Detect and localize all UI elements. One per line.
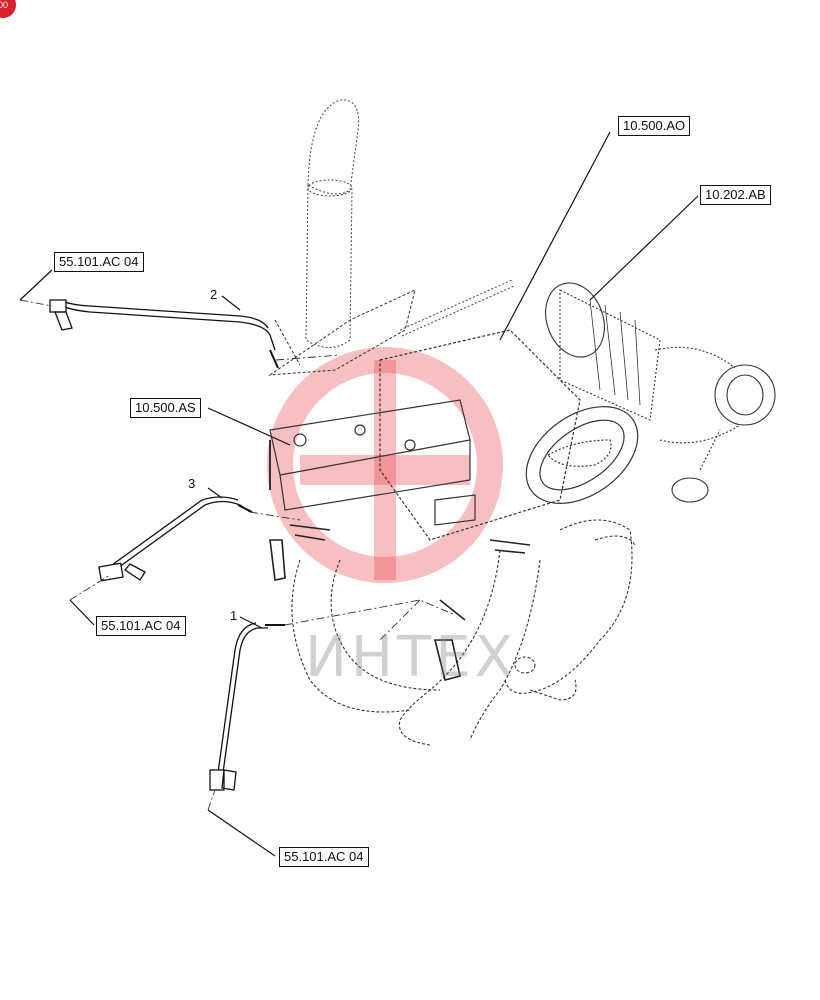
- item-number-1: 1: [230, 608, 238, 623]
- ref-air-cleaner[interactable]: 10.202.AB: [700, 185, 771, 205]
- exhaust-stack: [305, 99, 360, 348]
- leader-lines: [19, 131, 699, 857]
- alignment-lines: [19, 299, 456, 811]
- sensor-item-1: [209, 622, 285, 791]
- ref-bracket[interactable]: 10.500.AS: [130, 398, 201, 418]
- exhaust-tubes: [291, 519, 636, 746]
- ref-sensor-top[interactable]: 55.101.AC 04: [54, 252, 144, 272]
- ref-muffler[interactable]: 10.500.AO: [618, 116, 691, 136]
- muffler: [379, 329, 639, 541]
- corner-badge: 00: [0, 0, 16, 18]
- support-bracket: [269, 399, 476, 526]
- item-number-2: 2: [210, 287, 218, 302]
- tie-rod: [399, 279, 513, 331]
- ref-sensor-bottom[interactable]: 55.101.AC 04: [279, 847, 369, 867]
- clamps: [269, 524, 531, 681]
- air-cleaner: [545, 282, 776, 503]
- item-number-3: 3: [188, 476, 196, 491]
- watermark-text: ИНТЕХ: [305, 625, 517, 690]
- sensor-item-3: [98, 496, 253, 582]
- watermark-logo: [267, 347, 503, 583]
- ref-sensor-mid[interactable]: 55.101.AC 04: [96, 616, 186, 636]
- bracket-plate: [268, 289, 416, 376]
- sensor-item-2: [49, 299, 279, 369]
